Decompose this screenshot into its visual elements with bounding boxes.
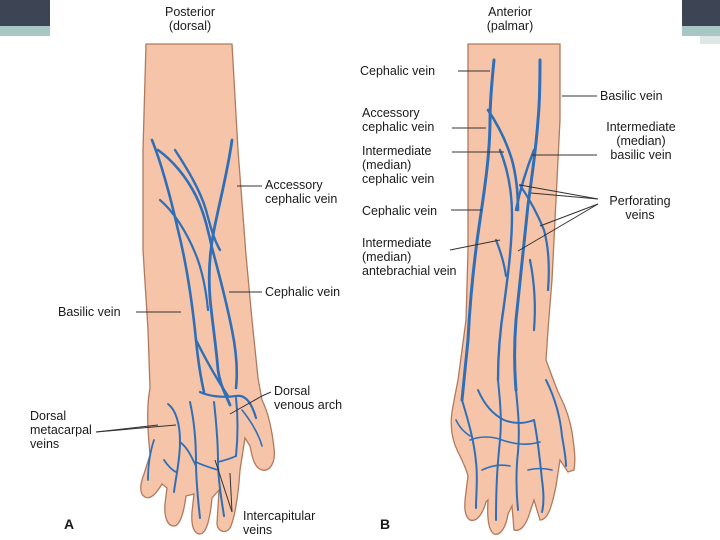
arm-b-title: Anterior (palmar): [486, 5, 534, 33]
arm-b-veins: [455, 58, 567, 521]
label-cephalic-vein-a: Cephalic vein: [265, 285, 341, 299]
arm-b-anterior: [450, 43, 576, 535]
label-perforating-veins: Perforating veins: [609, 194, 671, 222]
label-accessory-cephalic-vein-a: Accessory cephalic vein: [265, 178, 338, 206]
panel-letter-a: A: [64, 516, 75, 532]
arm-a-outline: [140, 43, 276, 535]
corner-decoration-right: [682, 0, 720, 44]
arm-a-veins: [147, 138, 263, 519]
label-cephalic-vein-b-top: Cephalic vein: [360, 64, 436, 78]
label-intermediate-antebrachial-vein: Intermediate (median) antebrachial vein: [362, 236, 457, 278]
label-dorsal-metacarpal-veins: Dorsal metacarpal veins: [30, 409, 92, 451]
label-cephalic-vein-b-mid: Cephalic vein: [362, 204, 438, 218]
label-basilic-vein-a: Basilic vein: [58, 305, 121, 319]
label-intermediate-cephalic-vein: Intermediate (median) cephalic vein: [362, 144, 435, 186]
label-basilic-vein-b: Basilic vein: [600, 89, 663, 103]
panel-letter-b: B: [380, 516, 391, 532]
label-intermediate-basilic-vein: Intermediate (median) basilic vein: [606, 120, 676, 162]
corner-decoration-left: [0, 0, 50, 36]
arm-b-outline: [450, 43, 576, 535]
label-dorsal-venous-arch: Dorsal venous arch: [274, 384, 343, 412]
arm-a-leader-lines: [95, 185, 272, 513]
arm-a-posterior: [140, 43, 276, 535]
label-accessory-cephalic-vein-b: Accessory cephalic vein: [362, 106, 435, 134]
arm-a-title: Posterior (dorsal): [164, 5, 216, 33]
label-intercapitular-veins: Intercapitular veins: [243, 509, 316, 537]
arm-b-leader-lines: [449, 70, 599, 252]
